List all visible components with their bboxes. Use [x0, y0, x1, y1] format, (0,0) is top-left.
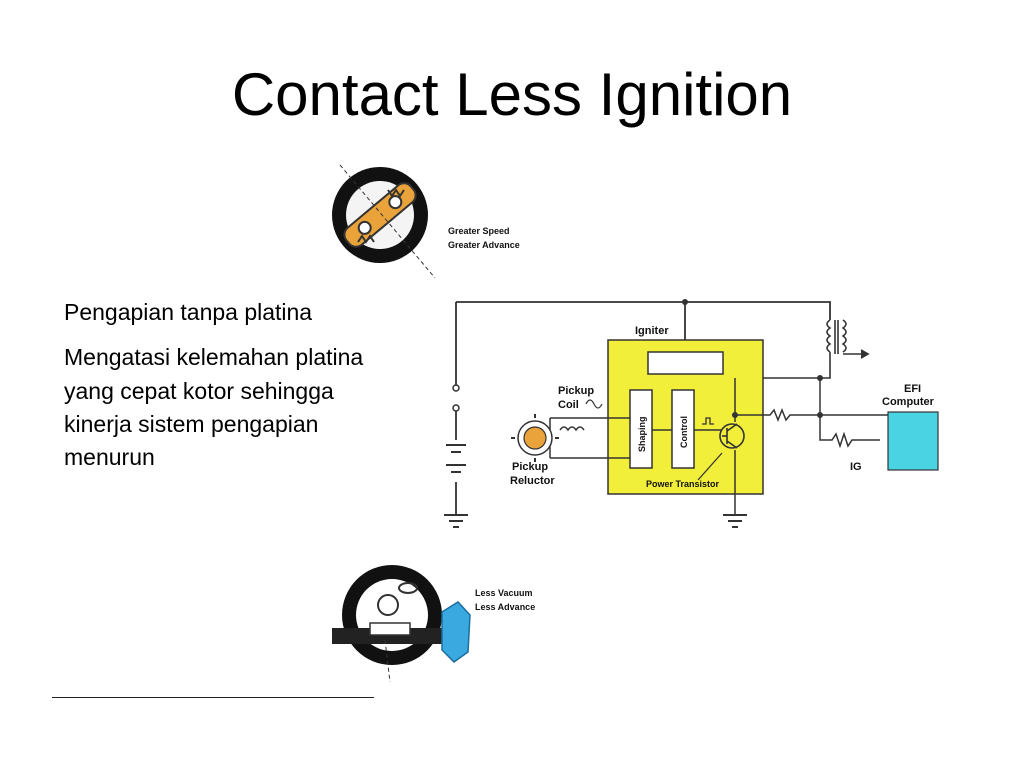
power-transistor — [719, 423, 745, 449]
pickup-reluctor-label: Pickup — [512, 461, 548, 473]
igniter-label: Igniter — [635, 325, 669, 337]
vacuum-rod — [332, 628, 452, 644]
vacuum-advance-figure: Less Vacuum Less Advance — [332, 565, 535, 683]
advance-axis-line — [339, 164, 436, 279]
efi-signal-wire — [735, 407, 820, 423]
advance-weights — [343, 182, 417, 248]
efi-computer-box — [887, 411, 939, 471]
top-wire — [456, 301, 831, 320]
pickup-reluctor — [511, 414, 559, 462]
control-block — [671, 389, 695, 469]
pickup-coil-label: Pickup — [558, 385, 594, 397]
shaping-label: Shaping — [637, 417, 647, 453]
transistor-ground-symbol — [723, 514, 747, 528]
junction-dot — [817, 412, 823, 418]
advance-springs — [357, 188, 405, 244]
igniter-internal-block — [647, 351, 724, 375]
distributor-shaft — [377, 594, 399, 616]
pulse-symbol — [702, 417, 714, 425]
junction-dot — [682, 299, 688, 305]
shaping-block — [629, 389, 653, 469]
figure-label-less-advance: Less Advance — [475, 602, 535, 612]
vacuum-rod-link — [369, 622, 411, 636]
ground-symbol — [444, 514, 468, 528]
pickup-coil-wave-icon — [585, 399, 603, 409]
bullet-item: Mengatasi kelemahan platina yang cepat k… — [64, 344, 364, 471]
figure-label-speed: Greater Speed — [448, 226, 510, 236]
pickup-coil-label: Coil — [558, 399, 579, 411]
junction-dot — [732, 412, 738, 418]
breaker-plate-slot — [398, 582, 418, 594]
vacuum-diaphragm — [441, 601, 471, 663]
bullet-item: Pengapian tanpa platina — [64, 299, 313, 325]
slide-title: Contact Less Ignition — [231, 61, 793, 128]
control-label: Control — [679, 416, 689, 448]
junction-dot — [817, 375, 823, 381]
ig-label: IG — [850, 461, 862, 473]
ig-wire — [819, 378, 880, 449]
figure-label-vacuum: Less Vacuum — [475, 588, 533, 598]
vacuum-axis-line — [384, 639, 391, 683]
efi-label: EFI — [904, 383, 921, 395]
battery-symbol — [446, 444, 466, 473]
pickup-coil-symbol — [559, 426, 585, 432]
power-transistor-label: Power Transistor — [646, 479, 720, 489]
switch-contact — [452, 384, 460, 392]
bullet-list: Pengapian tanpa platina Mengatasi kelema… — [64, 296, 384, 487]
footer-divider — [52, 697, 374, 698]
centrifugal-advance-figure: Greater Speed Greater Advance — [332, 164, 520, 279]
ignition-circuit-diagram: Igniter Shaping Control Power Transistor… — [444, 299, 939, 528]
coil-negative-wire — [735, 352, 831, 379]
efi-computer-label: Computer — [882, 396, 935, 408]
figure-label-advance: Greater Advance — [448, 240, 520, 250]
switch-contact — [452, 404, 460, 412]
transistor-pointer — [697, 452, 723, 481]
pickup-reluctor-label: Reluctor — [510, 475, 555, 487]
ignition-coil — [735, 319, 870, 379]
